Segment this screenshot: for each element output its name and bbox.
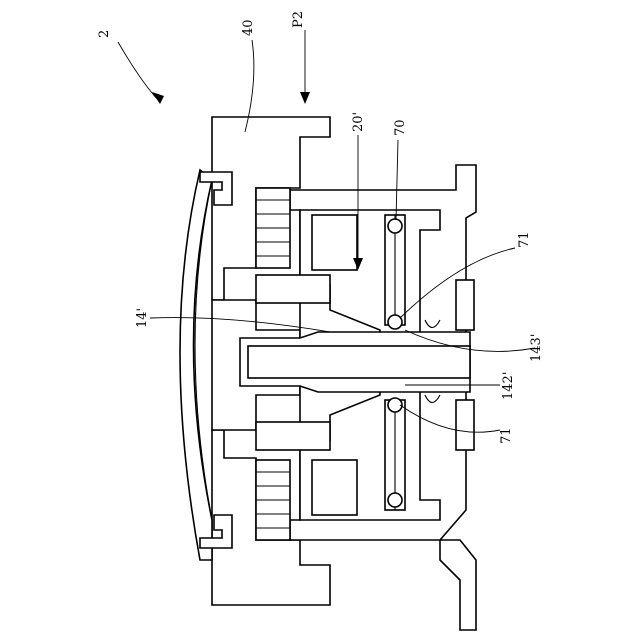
pin-bottom — [256, 422, 330, 450]
slot-bottom — [456, 400, 474, 450]
label-70: 70 — [393, 119, 408, 136]
label-143: 143' — [529, 334, 544, 362]
ball-top-b — [388, 315, 402, 329]
leader-2 — [118, 42, 158, 100]
label-71-bottom: 71 — [499, 427, 514, 444]
label-40: 40 — [241, 19, 256, 36]
cavity-top — [312, 215, 357, 270]
ball-top-a — [388, 219, 402, 233]
arrow-2 — [152, 92, 164, 104]
arrow-P2 — [300, 92, 310, 104]
shaft-bore — [248, 346, 470, 378]
label-142: 142' — [501, 372, 516, 400]
teeth-bottom — [256, 460, 290, 540]
label-P2: P2 — [291, 11, 306, 28]
cavity-bottom — [312, 460, 357, 515]
label-20: 20' — [351, 112, 366, 132]
label-2: 2 — [97, 30, 112, 38]
ball-bottom-a — [388, 398, 402, 412]
label-14: 14' — [135, 308, 150, 328]
label-71-top: 71 — [517, 231, 532, 248]
ball-bottom-b — [388, 493, 402, 507]
teeth-top — [256, 188, 290, 268]
dome — [180, 170, 212, 560]
slot-top — [456, 280, 474, 330]
pin-top — [256, 275, 330, 303]
